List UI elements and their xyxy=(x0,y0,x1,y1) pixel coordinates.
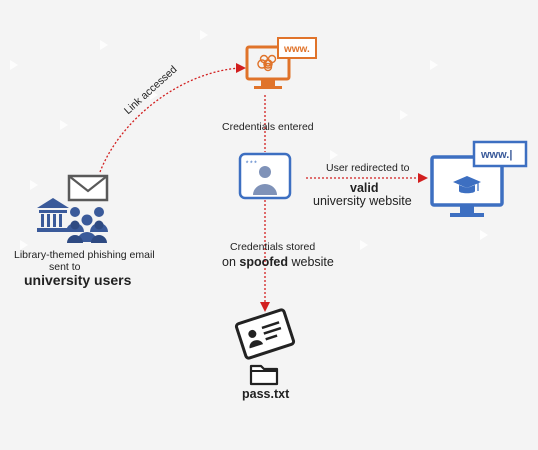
background-triangles xyxy=(10,30,488,250)
label-credentials-entered: Credentials entered xyxy=(222,121,314,133)
edge-redirect-arrow xyxy=(418,173,428,183)
spoofed-url-window: www. xyxy=(277,37,317,59)
biohazard-monitor-icon xyxy=(245,45,291,89)
login-form-icon: *** xyxy=(238,152,292,200)
valid-url: www.| xyxy=(480,149,512,161)
label-user-redirected: User redirected to xyxy=(326,162,410,174)
label-valid: valid xyxy=(350,181,379,195)
users-group-icon xyxy=(66,207,108,243)
id-card-icon xyxy=(234,308,296,360)
library-building-icon xyxy=(37,198,69,232)
spoofed-url: www. xyxy=(283,44,310,55)
source-line1: Library-themed phishing email xyxy=(14,249,155,261)
valid-url-window: www.| xyxy=(472,140,528,168)
source-line2: sent to xyxy=(49,261,81,273)
label-credentials-stored: Credentials stored xyxy=(230,241,316,253)
label-on-spoofed-website: on spoofed website xyxy=(222,255,334,269)
edge-link-accessed-arrow xyxy=(236,63,246,73)
edge-link-accessed xyxy=(99,67,241,173)
source-line3: university users xyxy=(24,272,132,288)
graduation-cap-monitor-icon xyxy=(430,155,504,217)
label-on: on xyxy=(222,255,240,269)
label-university-website: university website xyxy=(313,194,412,208)
label-website: website xyxy=(288,255,334,269)
folder-icon xyxy=(249,364,279,386)
form-dots: *** xyxy=(245,161,258,169)
label-spoofed: spoofed xyxy=(239,255,288,269)
envelope-icon xyxy=(67,174,109,202)
file-name: pass.txt xyxy=(242,387,290,401)
edge-stored-arrow xyxy=(260,302,270,312)
